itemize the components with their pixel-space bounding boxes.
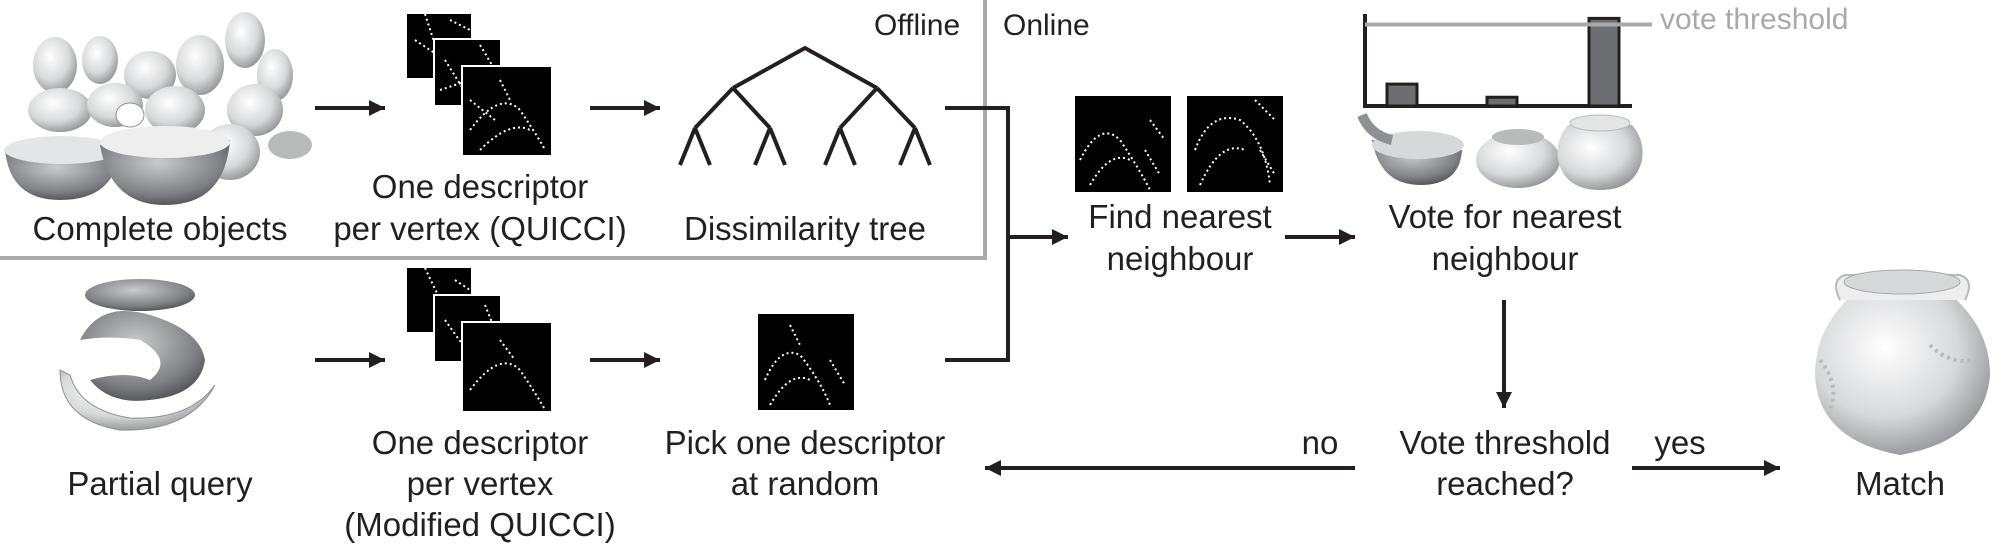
vote-bar-jar bbox=[1587, 16, 1621, 108]
vote-bar-bowl bbox=[1385, 82, 1419, 108]
no-edge-label: no bbox=[1301, 424, 1339, 461]
nearest-descriptor-query bbox=[1075, 96, 1171, 192]
vote-threshold-label: vote threshold bbox=[1660, 3, 1849, 36]
dissimilarity-tree-label: Dissimilarity tree bbox=[683, 210, 927, 247]
vote-histogram-chart bbox=[1363, 14, 1652, 108]
complete-objects-label: Complete objects bbox=[32, 210, 288, 247]
vase-object-image bbox=[1476, 129, 1560, 188]
dissimilarity-tree-diagram bbox=[678, 45, 932, 166]
pick-one-label-line2: at random bbox=[730, 465, 880, 502]
partial-query-label: Partial query bbox=[67, 465, 253, 502]
online-label: Online bbox=[1003, 9, 1090, 42]
modified-quicci-label-line3: (Modified QUICCI) bbox=[344, 506, 616, 543]
voted-objects-images bbox=[1357, 112, 1643, 190]
vote-threshold-reached-label-line1: Vote threshold bbox=[1399, 424, 1611, 461]
find-nearest-label-line1: Find nearest bbox=[1088, 198, 1272, 235]
jar-object-image bbox=[1557, 114, 1643, 190]
vote-bar-vase bbox=[1485, 95, 1519, 108]
complete-objects-image bbox=[4, 12, 312, 205]
find-nearest-label-line2: neighbour bbox=[1106, 240, 1254, 277]
connector-tree-to-merge bbox=[945, 106, 1010, 362]
nearest-pair-images bbox=[1075, 96, 1283, 192]
yes-edge-label: yes bbox=[1654, 424, 1706, 461]
bowl-object-image bbox=[1357, 112, 1464, 185]
modified-quicci-descriptor-stack bbox=[407, 267, 553, 413]
vote-threshold-reached-label-line2: reached? bbox=[1436, 465, 1574, 502]
vote-nearest-label-line2: neighbour bbox=[1431, 240, 1579, 277]
partial-query-image bbox=[59, 279, 216, 431]
quicci-label-line2: per vertex (QUICCI) bbox=[333, 210, 627, 247]
quicci-image-3 bbox=[461, 65, 553, 157]
vote-nearest-label-line1: Vote for nearest bbox=[1388, 198, 1622, 235]
pick-one-label-line1: Pick one descriptor bbox=[664, 424, 946, 461]
nearest-descriptor-match bbox=[1187, 96, 1283, 192]
offline-label: Offline bbox=[874, 9, 961, 42]
offline-region-border bbox=[0, 0, 987, 260]
quicci-descriptor-stack bbox=[407, 13, 553, 157]
match-object-image bbox=[1815, 269, 1990, 455]
modified-quicci-label-line2: per vertex bbox=[406, 465, 554, 502]
random-descriptor-image bbox=[758, 314, 854, 410]
quicci-label-line1: One descriptor bbox=[371, 168, 589, 205]
match-label: Match bbox=[1855, 465, 1945, 502]
modified-quicci-label-line1: One descriptor bbox=[371, 424, 589, 461]
mquicci-image-3 bbox=[461, 321, 553, 413]
